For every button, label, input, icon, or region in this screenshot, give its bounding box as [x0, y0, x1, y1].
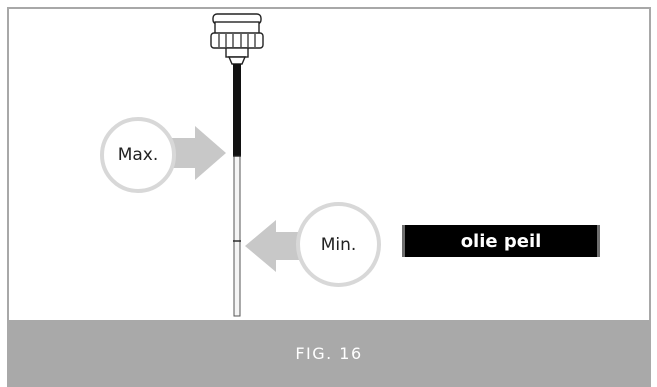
arrow-right-icon — [168, 126, 226, 180]
dipstick-icon — [210, 13, 264, 317]
max-level-callout: Max. — [100, 117, 176, 193]
figure-caption-bar: FIG. 16 — [7, 320, 651, 387]
oil-level-label: olie peil — [460, 230, 542, 252]
arrow-left-icon — [245, 220, 304, 272]
min-level-callout: Min. — [296, 202, 381, 287]
oil-level-label-box: olie peil — [402, 225, 600, 257]
max-label: Max. — [117, 145, 159, 165]
figure-caption: FIG. 16 — [295, 344, 363, 363]
min-label: Min. — [320, 234, 357, 255]
